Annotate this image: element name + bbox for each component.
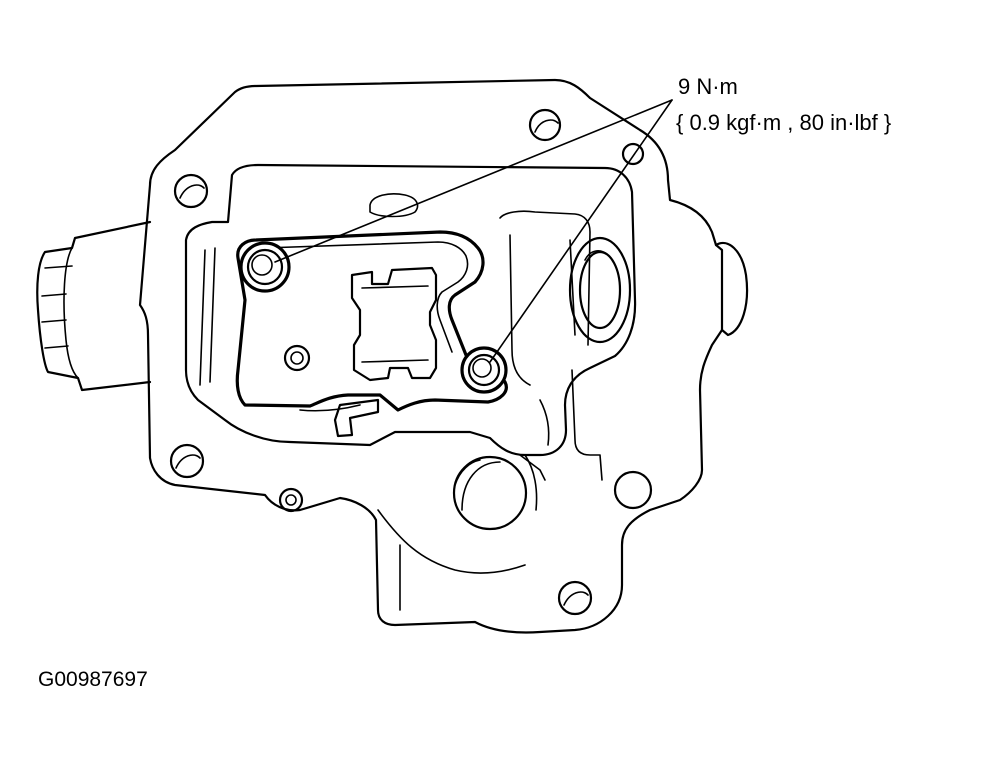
inner-cavity xyxy=(184,163,637,457)
torque-value-label: 9 N·m xyxy=(678,74,738,99)
right-port xyxy=(568,236,632,344)
plate-cutout xyxy=(350,266,438,382)
callout-leaders xyxy=(274,99,673,363)
lower-bore xyxy=(452,455,528,531)
torque-conversion-label: { 0.9 kgf·m , 80 in·lbf } xyxy=(676,110,892,135)
mounting-holes xyxy=(169,108,653,616)
left-boss-face xyxy=(63,247,79,379)
bolt-upper-left xyxy=(239,241,291,293)
bolt-lower-right xyxy=(460,346,508,394)
right-boss xyxy=(714,242,749,337)
left-boss xyxy=(36,220,152,392)
figure-id-label: G00987697 xyxy=(38,668,148,691)
housing-outline xyxy=(138,78,724,634)
